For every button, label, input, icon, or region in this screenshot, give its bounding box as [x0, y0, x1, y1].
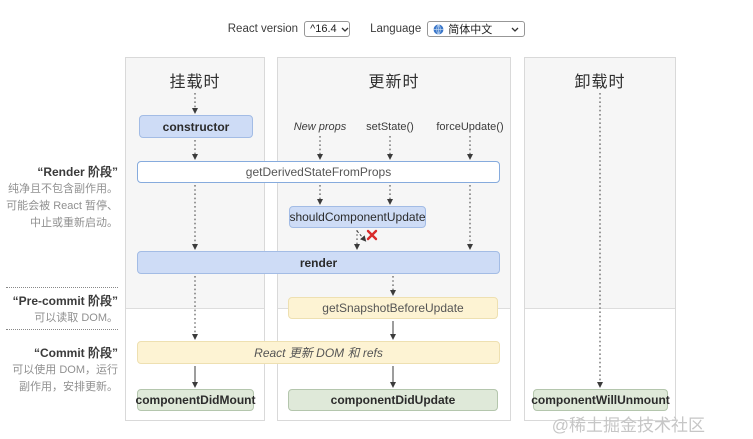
node-should-component-update[interactable]: shouldComponentUpdate — [289, 206, 426, 228]
panel-unmounting-title: 卸载时 — [574, 74, 626, 91]
phase-separator — [6, 287, 118, 288]
render-phase-title: “Render 阶段” — [37, 165, 118, 179]
watermark: @稀土掘金技术社区 — [551, 416, 705, 435]
panel-mounting-title: 挂载时 — [169, 74, 221, 91]
react-version-label: React version — [227, 23, 299, 35]
node-render[interactable]: render — [137, 251, 500, 274]
commit-phase-title: “Commit 阶段” — [33, 346, 118, 360]
toolbar: React version ^16.4 Language 简体中文 — [0, 21, 753, 37]
node-component-will-unmount[interactable]: componentWillUnmount — [531, 389, 670, 411]
language-value: 简体中文 — [448, 24, 493, 36]
node-react-updates-dom: React 更新 DOM 和 refs — [137, 341, 500, 364]
trigger-new-props: New props — [293, 121, 347, 133]
node-component-did-mount[interactable]: componentDidMount — [136, 389, 256, 411]
language-select[interactable]: 简体中文 — [427, 21, 526, 37]
globe-icon — [433, 23, 444, 35]
react-version-select[interactable]: ^16.4 — [304, 21, 351, 37]
node-component-did-update[interactable]: componentDidUpdate — [288, 389, 498, 411]
render-phase-lane — [525, 58, 675, 309]
chevron-down-icon — [511, 27, 519, 32]
trigger-force-update: forceUpdate() — [436, 121, 504, 133]
language-label: Language — [370, 23, 422, 35]
cancel-x-icon — [366, 229, 378, 241]
render-phase-description: 纯净且不包含副作用。可能会被 React 暂停、中止或重新启动。 — [6, 183, 118, 229]
phase-separator — [6, 329, 118, 330]
chevron-down-icon — [341, 27, 349, 32]
node-constructor[interactable]: constructor — [139, 115, 253, 138]
pre-commit-phase-description: 可以读取 DOM。 — [34, 312, 118, 324]
commit-phase-description: 可以使用 DOM，运行副作用，安排更新。 — [12, 364, 118, 393]
panel-mounting: 挂载时 — [125, 57, 265, 421]
node-get-snapshot-before-update[interactable]: getSnapshotBeforeUpdate — [288, 297, 498, 319]
pre-commit-phase-title: “Pre-commit 阶段” — [12, 294, 118, 308]
node-get-derived-state-from-props[interactable]: getDerivedStateFromProps — [137, 161, 500, 183]
trigger-set-state: setState() — [366, 121, 414, 133]
panel-updating: 更新时 — [277, 57, 511, 421]
react-version-value: ^16.4 — [310, 23, 337, 35]
panel-updating-title: 更新时 — [368, 74, 420, 91]
panel-unmounting: 卸载时 — [524, 57, 676, 421]
